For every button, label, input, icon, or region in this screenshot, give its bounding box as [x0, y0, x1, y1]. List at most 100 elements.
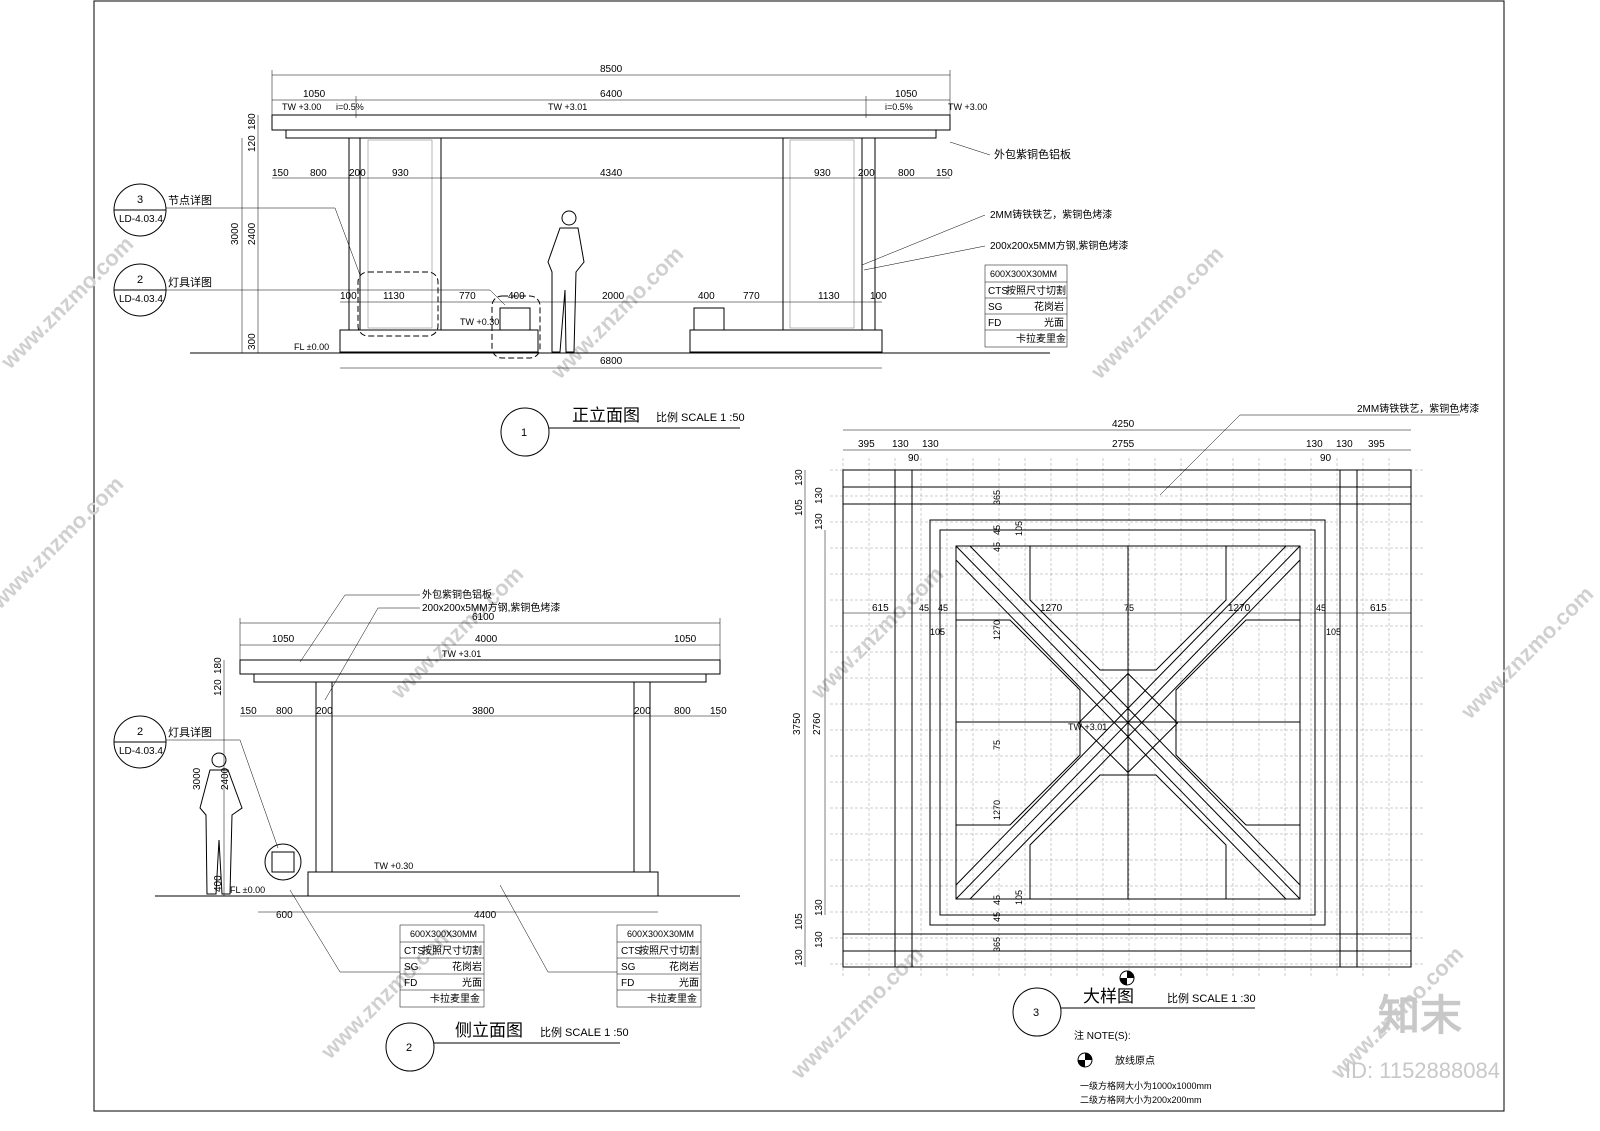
callout-num: 3	[137, 194, 143, 206]
side-elevation: 6100 1050 4000 1050 TW +3.01 150 800 200…	[113, 588, 740, 1072]
note-cladding: 外包紫铜色铝板	[994, 147, 1071, 161]
notes-heading: 注 NOTE(S):	[1074, 1029, 1131, 1042]
dim-395: 395	[1368, 439, 1385, 450]
dim-120: 120	[247, 135, 258, 152]
watermark: www.znzmo.com	[0, 471, 128, 614]
title-name: 大样图	[1083, 987, 1134, 1007]
dim-45: 45	[992, 542, 1002, 552]
dim-6800: 6800	[600, 356, 623, 367]
dim-130: 130	[794, 949, 805, 966]
dim-1050: 1050	[895, 89, 918, 100]
dim-75: 75	[992, 740, 1002, 750]
r1a: CTS	[404, 946, 424, 957]
watermark: www.znzmo.com	[785, 941, 928, 1084]
dim-200: 200	[316, 706, 333, 717]
slope: i=0.5%	[336, 102, 364, 112]
r2a: SG	[621, 962, 636, 973]
note-steel: 200x200x5MM方钢,紫铜色烤漆	[990, 239, 1128, 252]
r3a: FD	[988, 318, 1001, 329]
dim-2760: 2760	[812, 712, 823, 735]
dim-3000: 3000	[192, 767, 203, 790]
callout-ref: LD-4.03.4	[119, 746, 163, 757]
r1a: CTS	[988, 286, 1008, 297]
dim-3000: 3000	[230, 222, 241, 245]
r1b: 按照尺寸切割	[1006, 284, 1066, 297]
dim-150: 150	[272, 168, 289, 179]
dim-130: 130	[814, 931, 825, 948]
dim-150: 150	[710, 706, 727, 717]
dim-105: 105	[1014, 521, 1024, 536]
title-scale: 比例 SCALE 1 :30	[1167, 991, 1256, 1005]
dim-130: 130	[1306, 439, 1323, 450]
dim-45: 45	[1316, 603, 1326, 613]
dim-1270: 1270	[1228, 603, 1251, 614]
dim-100: 100	[870, 291, 887, 302]
dim-90: 90	[1320, 453, 1332, 464]
dim-1270: 1270	[992, 800, 1002, 820]
r4: 卡拉麦里金	[647, 992, 697, 1005]
dim-6100: 6100	[472, 612, 495, 623]
sheet-border	[93, 0, 1505, 1112]
title-name: 侧立面图	[455, 1021, 523, 1041]
dim-8500: 8500	[600, 64, 623, 75]
origin-marker-icon	[1119, 970, 1135, 986]
dim-150: 150	[936, 168, 953, 179]
dim-2755: 2755	[1112, 439, 1135, 450]
level-fl: FL ±0.00	[230, 885, 265, 895]
r3b: 光面	[462, 976, 482, 989]
dim-200: 200	[858, 168, 875, 179]
title-scale: 比例 SCALE 1 :50	[540, 1025, 629, 1039]
dim-105: 105	[794, 913, 805, 930]
dim-1130: 1130	[383, 291, 405, 302]
dim-615: 615	[1370, 603, 1387, 614]
dim-3800: 3800	[472, 706, 495, 717]
dim-150: 150	[240, 706, 257, 717]
dim-800: 800	[674, 706, 691, 717]
callout-num: 2	[137, 726, 143, 738]
material-size: 600X300X30MM	[990, 269, 1057, 279]
note-iron: 2MM铸铁铁艺，紫铜色烤漆	[1357, 402, 1479, 415]
r3a: FD	[621, 978, 634, 989]
dim-130: 130	[892, 439, 909, 450]
callout-ref: LD-4.03.4	[119, 214, 163, 225]
level-tw300: TW +3.00	[948, 102, 987, 112]
callout-label: 灯具详图	[168, 725, 212, 739]
dim-130: 130	[922, 439, 939, 450]
dim-615: 615	[872, 603, 889, 614]
watermark: www.znzmo.com	[1085, 241, 1228, 384]
dim-930: 930	[392, 168, 409, 179]
level-fl: FL ±0.00	[294, 342, 329, 352]
dim-2000: 2000	[602, 291, 625, 302]
title-scale: 比例 SCALE 1 :50	[656, 410, 745, 424]
note-steel: 200x200x5MM方钢,紫铜色烤漆	[422, 601, 560, 614]
watermark: www.znzmo.com	[1455, 581, 1598, 724]
dim-120: 120	[213, 679, 224, 696]
note-origin: 放线原点	[1115, 1054, 1155, 1067]
r1a: CTS	[621, 946, 641, 957]
r1b: 按照尺寸切割	[422, 944, 482, 957]
dim-180: 180	[213, 657, 224, 674]
material-table: 600X300X30MM CTS 按照尺寸切割 SG 花岗岩 FD 光面 卡拉麦…	[289, 889, 485, 1008]
dim-400: 400	[213, 875, 224, 892]
dim-395: 395	[858, 439, 875, 450]
dim-1270: 1270	[1040, 603, 1063, 614]
dim-800: 800	[898, 168, 915, 179]
level-tw030: TW +0.30	[374, 861, 413, 871]
r3a: FD	[404, 978, 417, 989]
dim-1050: 1050	[272, 634, 295, 645]
dim-130: 130	[1336, 439, 1353, 450]
callout-ref: LD-4.03.4	[119, 294, 163, 305]
note-iron: 2MM铸铁铁艺，紫铜色烤漆	[990, 208, 1112, 221]
dim-300: 300	[247, 333, 258, 350]
title-num: 3	[1033, 1007, 1039, 1019]
r2b: 花岗岩	[452, 960, 482, 973]
dim-4340: 4340	[600, 168, 623, 179]
material-table: 600X300X30MM CTS 按照尺寸切割 SG 花岗岩 FD 光面 卡拉麦…	[499, 884, 702, 1008]
dim-800: 800	[310, 168, 327, 179]
dim-2400: 2400	[220, 767, 231, 790]
r1b: 按照尺寸切割	[639, 944, 699, 957]
dim-200: 200	[634, 706, 651, 717]
dim-105: 105	[1014, 890, 1024, 905]
r2a: SG	[988, 302, 1003, 313]
